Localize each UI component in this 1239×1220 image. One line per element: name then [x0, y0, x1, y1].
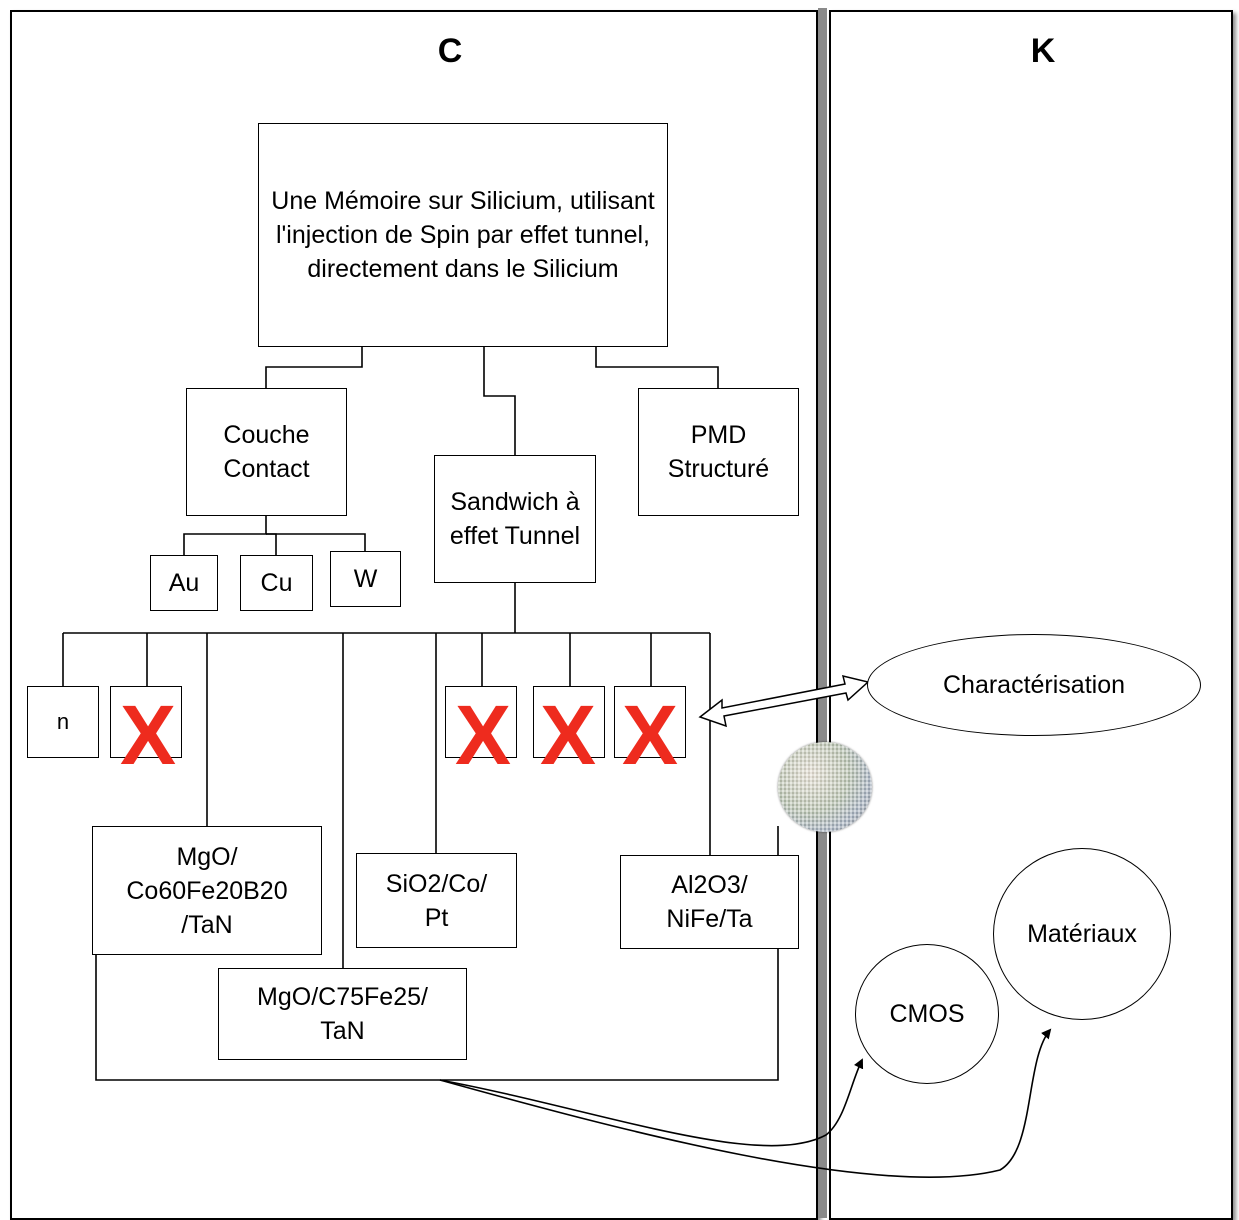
contact-w: W — [330, 551, 401, 607]
stack-mgo-cfe: MgO/C75Fe25/ TaN — [218, 968, 467, 1060]
contact-au: Au — [150, 555, 218, 611]
small-box-crossed-2 — [445, 686, 517, 758]
small-box-crossed-3 — [533, 686, 605, 758]
pmd-box: PMD Structuré — [638, 388, 799, 516]
double-arrow — [698, 674, 870, 728]
panel-separator — [818, 8, 827, 1218]
cross-mark-1: X — [119, 688, 177, 782]
small-box-crossed-1 — [110, 686, 182, 758]
small-box-n: n — [27, 686, 99, 758]
couche-contact-box: Couche Contact — [186, 388, 347, 516]
silicon-wafer-icon — [778, 742, 872, 832]
stack-al2o3: Al2O3/ NiFe/Ta — [620, 855, 799, 949]
left-panel-title: C — [437, 32, 463, 70]
edge-root-pmd — [595, 347, 719, 388]
arrow-to-cmos — [439, 1058, 864, 1147]
characterisation-ellipse: Charactérisation — [867, 634, 1201, 736]
materiaux-circle: Matériaux — [993, 848, 1171, 1020]
stack-sio2: SiO2/Co/ Pt — [356, 853, 517, 948]
small-box-crossed-4 — [614, 686, 686, 758]
contact-cu: Cu — [240, 555, 313, 611]
edge-root-couche — [265, 347, 363, 388]
sandwich-box: Sandwich à effet Tunnel — [434, 455, 596, 583]
edge-couche-metals — [183, 516, 267, 555]
arrow-to-materiaux — [439, 1028, 1052, 1179]
cross-mark-2: X — [454, 688, 512, 782]
cross-mark-4: X — [621, 688, 679, 782]
cmos-circle: CMOS — [855, 944, 999, 1084]
right-panel-title: K — [1030, 32, 1056, 70]
cross-mark-3: X — [539, 688, 597, 782]
stack-mgo-cofeb: MgO/ Co60Fe20B20 /TaN — [92, 826, 322, 955]
edge-root-sandwich — [483, 347, 516, 455]
root-box: Une Mémoire sur Silicium, utilisant l'in… — [258, 123, 668, 347]
